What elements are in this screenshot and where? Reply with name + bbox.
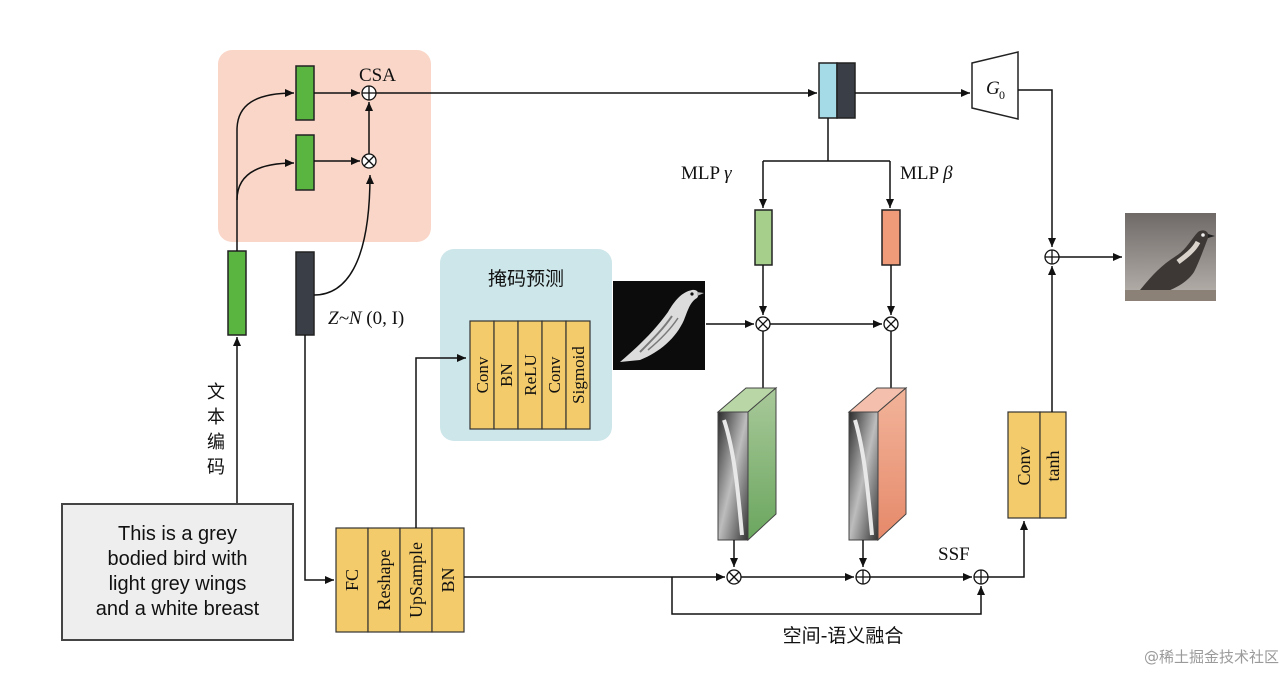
mask-layer-relu: ReLU [521, 354, 540, 396]
csa-multiply-node [361, 153, 377, 169]
gamma-feature-map [716, 386, 778, 542]
fc-layer-fc: FC [342, 569, 362, 591]
csa-add-node [361, 85, 377, 101]
watermark: @稀土掘金技术社区 [1143, 648, 1279, 666]
mask-layer-conv1: Conv [473, 356, 492, 393]
output-block: Conv tanh [1007, 411, 1067, 519]
mask-layer-sigmoid: Sigmoid [569, 346, 588, 404]
fc-block: FC Reshape UpSample BN [335, 527, 465, 633]
input-text-box: This is a grey bodied bird with light gr… [61, 503, 294, 641]
edge-concat-split [763, 118, 890, 162]
svg-text:G: G [986, 78, 1000, 99]
edge-skip-to-ssf [671, 577, 985, 615]
fusion-add-node [855, 569, 871, 585]
final-add-node [1044, 249, 1060, 265]
csa-region [218, 50, 431, 242]
csa-label: CSA [359, 65, 396, 86]
csa-green-bar-bottom [295, 134, 315, 191]
input-text-line: and a white breast [95, 598, 260, 620]
mask-prediction-title: 掩码预测 [488, 268, 564, 290]
mask-layer-bn: BN [497, 363, 516, 387]
svg-text:本: 本 [207, 407, 225, 428]
output-bird-image [1125, 213, 1216, 301]
mlp-beta-label: MLP β [900, 163, 953, 184]
fc-layer-bn: BN [438, 567, 458, 592]
input-text-line: light grey wings [108, 573, 247, 595]
mask-layer-conv2: Conv [545, 356, 564, 393]
mask-gamma-multiply-node [755, 316, 771, 332]
text-embedding-bar [227, 250, 247, 336]
csa-green-bar-top [295, 65, 315, 121]
fc-layer-upsample: UpSample [406, 542, 426, 618]
fusion-multiply-node [726, 569, 742, 585]
ssf-label: SSF [938, 544, 970, 565]
fusion-label: 空间-语义融合 [783, 625, 904, 647]
noise-vector-bar [295, 251, 315, 336]
mask-prediction-block: Conv BN ReLU Conv Sigmoid [469, 320, 591, 430]
text-encoding-label: 文 本 编 码 [207, 382, 225, 478]
svg-text:0: 0 [999, 88, 1005, 102]
edge-noise-to-fc [304, 335, 334, 584]
mlp-gamma-label: MLP γ [681, 163, 732, 184]
ssf-add-node [973, 569, 989, 585]
output-layer-conv: Conv [1014, 446, 1034, 485]
mask-beta-multiply-node [883, 316, 899, 332]
svg-text:码: 码 [207, 457, 225, 478]
edge-fc-to-mask [415, 354, 466, 528]
mlp-gamma-bar [754, 209, 773, 266]
noise-distribution-label: Z~N (0, I) [328, 308, 404, 329]
svg-text:文: 文 [207, 382, 225, 403]
edge-text-to-csa-top [236, 89, 295, 251]
edge-text-to-csa-bottom [236, 159, 295, 201]
concat-cyan-bar [818, 62, 838, 119]
generator-g0: G 0 [971, 51, 1019, 120]
svg-text:编: 编 [207, 432, 225, 453]
beta-feature-map [847, 386, 908, 542]
edge-noise-to-mul [313, 174, 374, 296]
fc-layer-reshape: Reshape [374, 550, 394, 611]
input-text-line: This is a grey [118, 523, 237, 545]
output-layer-tanh: tanh [1043, 451, 1063, 482]
mlp-beta-bar [881, 209, 901, 266]
edge-g0-to-output-add [1018, 89, 1056, 247]
predicted-mask-image [613, 281, 705, 370]
edge-ssf-to-output [988, 521, 1028, 578]
concat-dark-bar [836, 62, 856, 119]
input-text-line: bodied bird with [107, 548, 248, 570]
